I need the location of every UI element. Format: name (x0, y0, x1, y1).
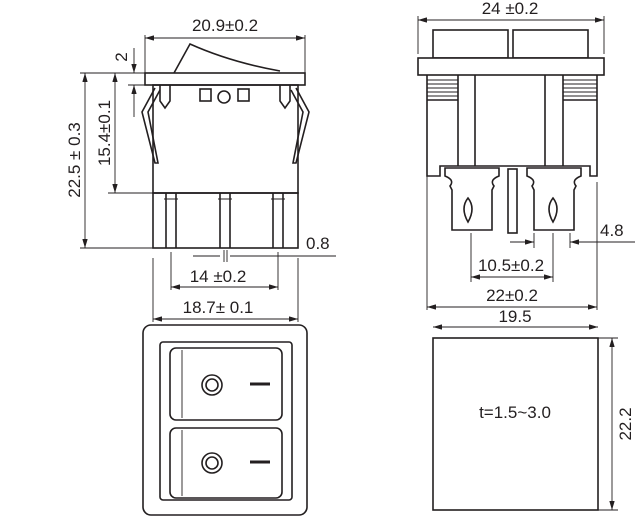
on-symbol-icon (250, 382, 270, 464)
flange (144, 72, 306, 86)
dim-cutout-width: 19.5 (498, 307, 531, 326)
dim-terminal-width: 4.8 (600, 221, 624, 240)
dim-total-height: 22.5 ± 0.3 (65, 122, 84, 198)
off-symbol-icon (201, 374, 223, 396)
thickness-note: t=1.5~3.0 (479, 403, 551, 422)
panel-cutout: 19.5 t=1.5~3.0 22.2 (432, 307, 635, 511)
dim-pin-thickness: 0.8 (306, 234, 330, 253)
rocker-bottom (169, 427, 283, 499)
base (152, 192, 299, 249)
side-view: 20.9±0.2 2 22.5 ± 0.3 15.4±0.1 0.8 14 ±0… (65, 16, 336, 322)
end-view: 24 ±0.2 4.8 10.5±0.2 22±0.2 (417, 0, 635, 310)
dim-cutout-height: 22.2 (616, 407, 635, 440)
dim-body-height: 15.4±0.1 (95, 100, 114, 166)
dim-rocker-height: 2 (112, 52, 131, 61)
front-view (142, 324, 308, 516)
dim-end-width: 24 ±0.2 (482, 0, 539, 18)
cutout-outline (432, 337, 599, 511)
rocker-top (169, 347, 283, 421)
pins (164, 193, 285, 248)
housing (152, 84, 299, 194)
dim-end-body-width: 22±0.2 (486, 286, 538, 305)
dim-terminal-pitch: 10.5±0.2 (478, 256, 544, 275)
dim-body-width: 18.7± 0.1 (183, 298, 254, 317)
off-symbol-icon (201, 452, 223, 474)
rocker-actuator (173, 42, 281, 74)
dim-width: 20.9±0.2 (192, 16, 258, 35)
dim-pin-pitch: 14 ±0.2 (190, 267, 247, 286)
